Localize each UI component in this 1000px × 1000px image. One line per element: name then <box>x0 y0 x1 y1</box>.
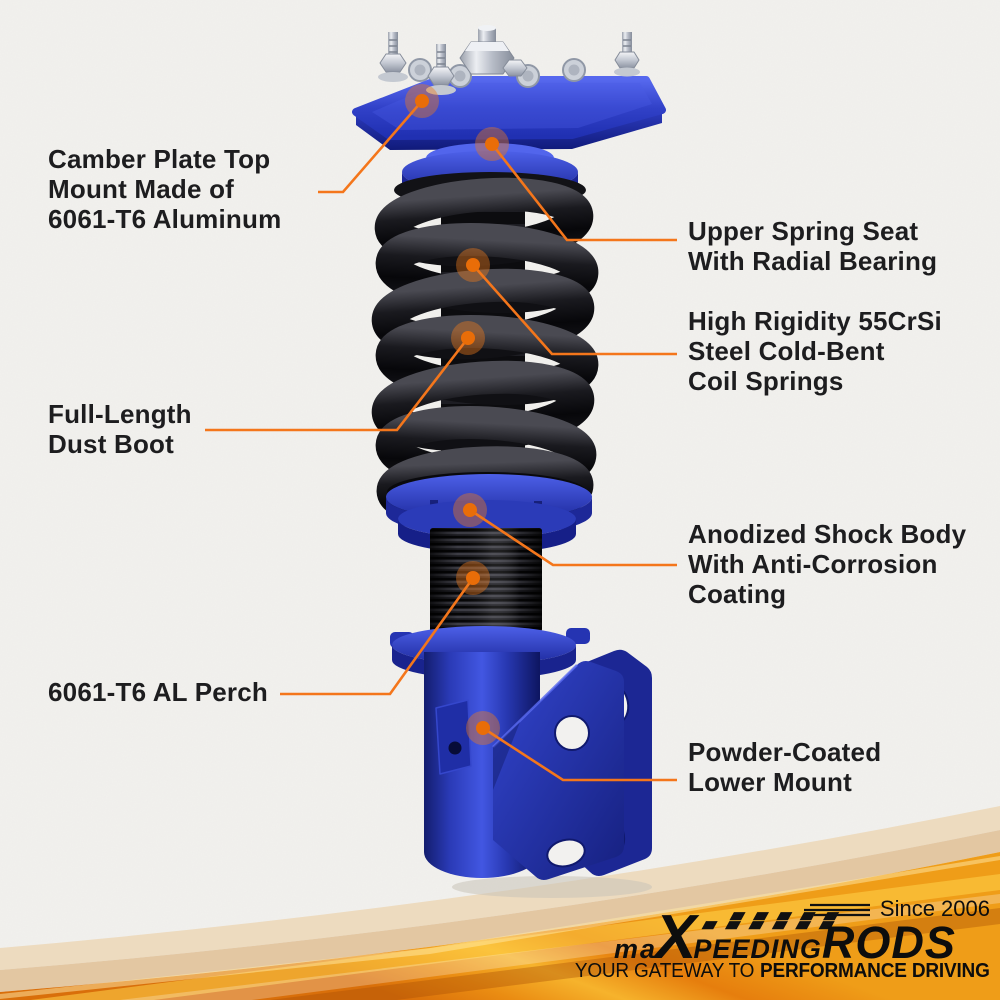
label-line: Camber Plate Top <box>48 144 271 174</box>
callout-dot-perch <box>456 561 490 595</box>
callout-dot-dust-boot <box>451 321 485 355</box>
tagline-regular: YOUR GATEWAY TO <box>575 960 755 982</box>
label-line: With Anti-Corrosion <box>688 549 938 579</box>
label-al-perch: 6061-T6 AL Perch <box>48 677 268 707</box>
brand-banner: Since 2006 maXpeedingRODS YOUR GATEWAY T… <box>575 893 994 995</box>
callout-line-lower-mount <box>482 726 677 782</box>
callout-dot-upper-spring-seat <box>475 127 509 161</box>
callout-line-coil-springs <box>472 264 677 356</box>
label-line: Steel Cold-Bent <box>688 336 885 366</box>
label-dust-boot: Full-Length Dust Boot <box>48 399 192 459</box>
label-shock-body: Anodized Shock Body With Anti-Corrosion … <box>688 519 966 609</box>
label-line: 6061-T6 Aluminum <box>48 204 282 234</box>
label-coil-springs: High Rigidity 55CrSi Steel Cold-Bent Coi… <box>688 306 942 396</box>
callout-line-shock-body <box>469 508 677 567</box>
label-upper-spring-seat: Upper Spring Seat With Radial Bearing <box>688 216 937 276</box>
label-line: Dust Boot <box>48 429 174 459</box>
callout-dot-shock-body <box>453 493 487 527</box>
tagline-bold: PERFORMANCE DRIVING <box>760 960 990 982</box>
callout-dot-camber-plate <box>405 84 439 118</box>
callout-dot-coil-springs <box>456 248 490 282</box>
label-line: Lower Mount <box>688 767 852 797</box>
label-line: Anodized Shock Body <box>688 519 967 549</box>
callout-dots <box>405 84 509 745</box>
label-line: Mount Made of <box>48 174 235 204</box>
label-line: 6061-T6 AL Perch <box>48 677 268 707</box>
callout-line-camber-plate <box>318 100 423 194</box>
callout-line-dust-boot <box>205 337 470 432</box>
label-line: Full-Length <box>48 399 192 429</box>
callout-line-upper-spring-seat <box>490 143 677 242</box>
label-line: Powder-Coated <box>688 737 882 767</box>
label-line: Upper Spring Seat <box>688 216 919 246</box>
callout-line-perch <box>280 577 475 696</box>
label-lower-mount: Powder-Coated Lower Mount <box>688 737 881 797</box>
label-line: Coating <box>688 579 787 609</box>
label-line: Coil Springs <box>688 366 844 396</box>
callout-dot-lower-mount <box>466 711 500 745</box>
label-line: With Radial Bearing <box>688 246 938 276</box>
label-camber-plate-top-mount: Camber Plate Top Mount Made of 6061-T6 A… <box>48 144 281 234</box>
label-line: High Rigidity 55CrSi <box>688 306 942 336</box>
